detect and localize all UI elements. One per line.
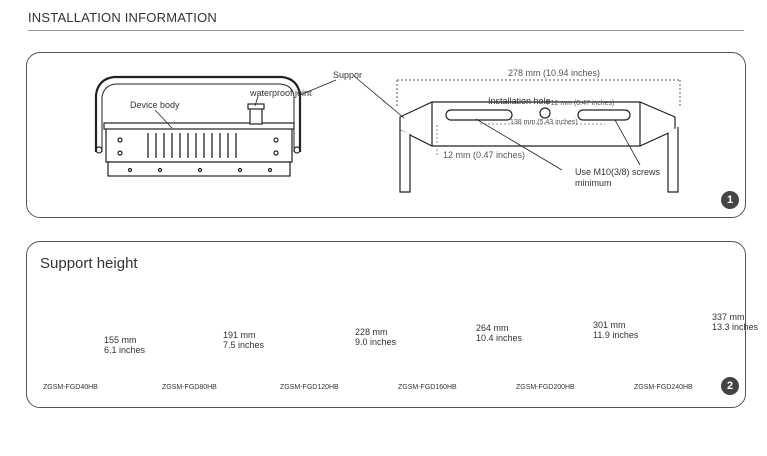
bracket-2-inches: 7.5 inches [223, 340, 265, 350]
device-drawing [94, 75, 337, 177]
bracket-5-mm: 301 mm [593, 320, 626, 330]
screw-note-line1: Use M10(3/8) screws [575, 167, 661, 177]
bracket-5-model: ZGSM-FGD200HB [516, 384, 575, 391]
screw-note-line2: minimum [575, 178, 612, 188]
label-waterproof-joint: waterproof joint [250, 88, 312, 98]
bracket-2-height: 191 mm 7.5 inches [223, 330, 264, 350]
bracket-6-model: ZGSM-FGD240HB [634, 384, 693, 391]
bracket-3-model: ZGSM-FGD120HB [280, 384, 339, 391]
dim-overall-width: 278 mm (10.94 inches) [508, 68, 601, 78]
dim-hole-spacing: 138 mm (5.43 inches) [510, 119, 578, 126]
page-title: INSTALLATION INFORMATION [28, 10, 217, 25]
bracket-1-inches: 6.1 inches [104, 345, 146, 355]
label-device-body: Device body [130, 100, 180, 110]
support-height-title: Support height [40, 255, 138, 272]
bracket-2-model: ZGSM-FGD80HB [162, 384, 217, 391]
bracket-1-height: 155 mm 6.1 inches [104, 335, 145, 355]
step-badge-2: 2 [721, 377, 739, 395]
bracket-2-mm: 191 mm [223, 330, 256, 340]
step-badge-1: 1 [721, 191, 739, 209]
bracket-1-model: ZGSM-FGD40HB [43, 384, 98, 391]
support-height-panel [26, 241, 746, 408]
bracket-4-height: 264 mm 10.4 inches [476, 323, 522, 343]
bracket-4-model: ZGSM-FGD160HB [398, 384, 457, 391]
bracket-3-mm: 228 mm [355, 327, 388, 337]
bracket-4-mm: 264 mm [476, 323, 509, 333]
bracket-6-height: 337 mm 13.3 inches [712, 312, 758, 332]
dim-hole-diameter: Φ12 mm (0.47 inches) [545, 100, 615, 107]
dim-slot-width: 12 mm (0.47 inches) [443, 150, 526, 160]
bracket-6-inches: 13.3 inches [712, 322, 759, 332]
bracket-3-height: 228 mm 9.0 inches [355, 327, 396, 347]
bracket-4-inches: 10.4 inches [476, 333, 523, 343]
label-installation-hole: Installation hole [488, 96, 551, 106]
label-support: Suppor [333, 70, 363, 80]
bracket-3-inches: 9.0 inches [355, 337, 397, 347]
bracket-5-height: 301 mm 11.9 inches [593, 320, 638, 340]
support-drawing [353, 75, 681, 193]
title-divider [28, 30, 744, 31]
bracket-1-mm: 155 mm [104, 335, 137, 345]
bracket-5-inches: 11.9 inches [593, 330, 639, 340]
bracket-6-mm: 337 mm [712, 312, 745, 322]
